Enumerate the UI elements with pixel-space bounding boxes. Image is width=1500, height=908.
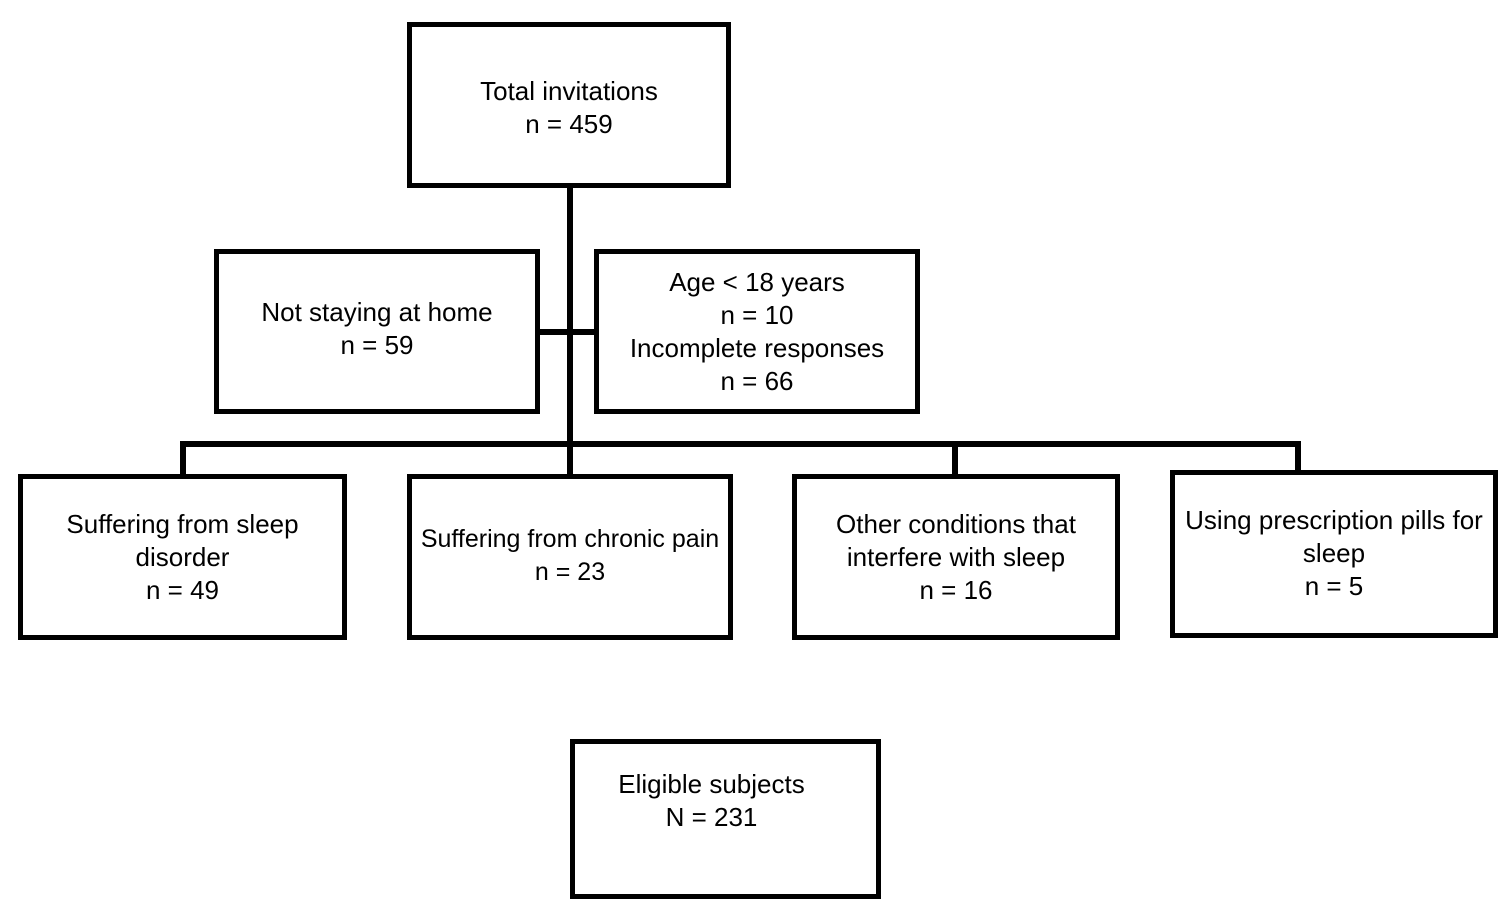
incomplete-responses-label: Incomplete responses (629, 333, 885, 363)
other-conditions-box: Other conditions that interfere with sle… (792, 474, 1120, 640)
incomplete-responses-count: n = 66 (720, 366, 794, 396)
total-invitations-label: Total invitations (480, 76, 658, 106)
chronic-pain-label: Suffering from chronic pain (420, 525, 720, 553)
other-conditions-label-line1: Other conditions that (836, 509, 1076, 539)
total-invitations-count: n = 459 (525, 109, 613, 139)
sleep-disorder-count: n = 49 (145, 575, 219, 605)
age-under-18-label: Age < 18 years (669, 267, 845, 297)
chronic-pain-box: Suffering from chronic pain n = 23 (407, 474, 733, 640)
other-conditions-count: n = 16 (919, 575, 993, 605)
total-invitations-box: Total invitations n = 459 (407, 22, 731, 188)
prescription-pills-count: n = 5 (1304, 571, 1364, 601)
sleep-disorder-box: Suffering from sleep disorder n = 49 (18, 474, 347, 640)
eligible-subjects-label: Eligible subjects (618, 769, 805, 799)
sleep-disorder-label-line2: disorder (135, 542, 230, 572)
age-under-18-count: n = 10 (720, 300, 794, 330)
prescription-pills-label-line1: Using prescription pills for (1185, 505, 1483, 535)
prescription-pills-box: Using prescription pills for sleep n = 5 (1170, 470, 1498, 638)
eligible-subjects-count: N = 231 (665, 802, 758, 832)
not-staying-home-box: Not staying at home n = 59 (214, 249, 540, 414)
age-incomplete-box: Age < 18 years n = 10 Incomplete respons… (594, 249, 920, 414)
eligible-subjects-box: Eligible subjects N = 231 (570, 739, 881, 899)
prescription-pills-label-line2: sleep (1302, 538, 1366, 568)
chronic-pain-count: n = 23 (534, 558, 606, 586)
not-staying-home-label: Not staying at home (261, 297, 493, 327)
other-conditions-label-line2: interfere with sleep (846, 542, 1066, 572)
sleep-disorder-label-line1: Suffering from sleep (66, 509, 299, 539)
not-staying-home-count: n = 59 (340, 330, 414, 360)
